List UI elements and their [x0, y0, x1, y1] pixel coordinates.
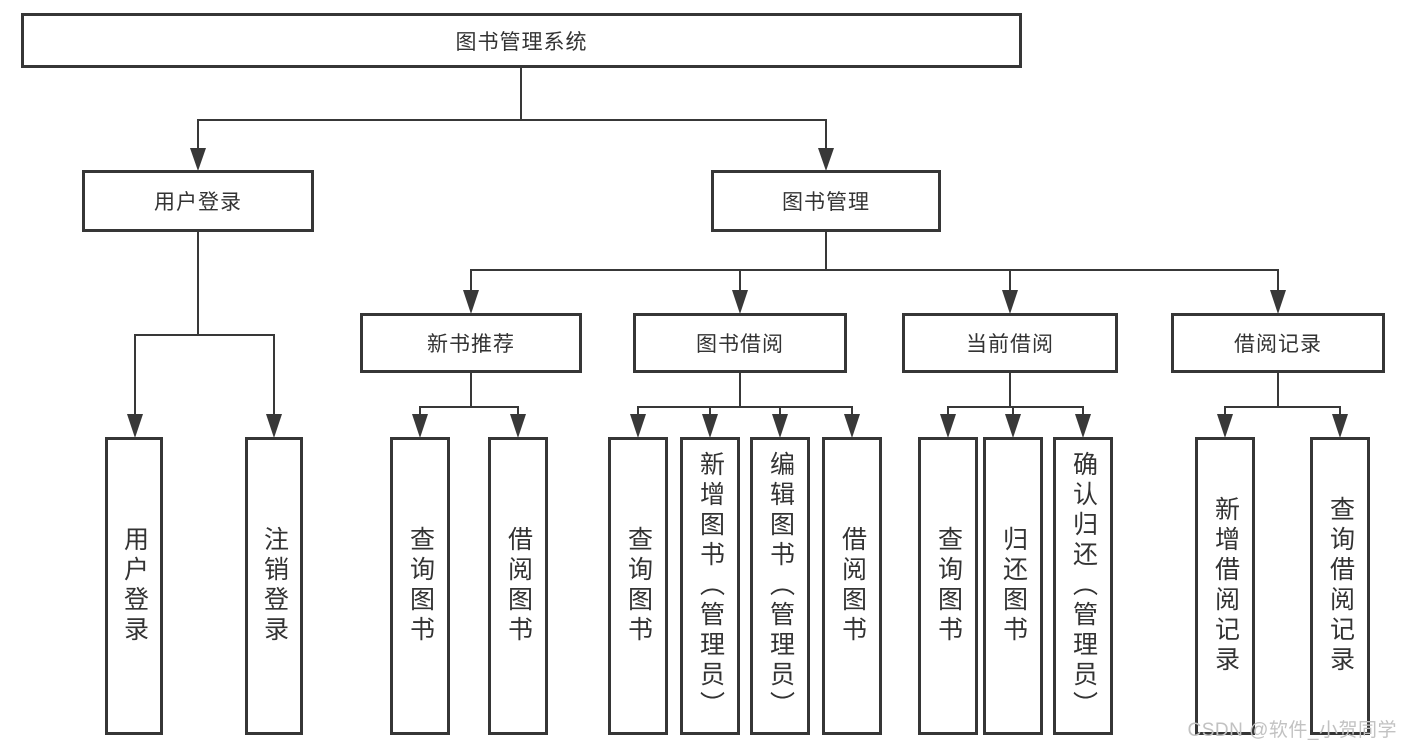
- node-new-book-recommend: 新书推荐: [360, 313, 582, 373]
- leaf-query-borrow-record: 查询借阅记录: [1310, 437, 1370, 735]
- leaf-query-books-borrow: 查询图书: [608, 437, 668, 735]
- connector-book-mgmt-to-level3: [463, 232, 1286, 314]
- connector-borrow-record-to-leaves: [1217, 373, 1348, 438]
- node-borrow-record: 借阅记录: [1171, 313, 1385, 373]
- leaf-edit-books-admin: 编辑图书（管理员）: [750, 437, 810, 735]
- leaf-borrow-books-rec: 借阅图书: [488, 437, 548, 735]
- leaf-user-login: 用户登录: [105, 437, 163, 735]
- connector-new-book-rec-to-leaves: [412, 373, 526, 438]
- leaf-borrow-books: 借阅图书: [822, 437, 882, 735]
- leaf-confirm-return-admin: 确认归还（管理员）: [1053, 437, 1113, 735]
- leaf-query-books-current: 查询图书: [918, 437, 978, 735]
- node-book-borrow: 图书借阅: [633, 313, 847, 373]
- connector-user-login-to-leaves: [127, 232, 282, 438]
- node-user-login: 用户登录: [82, 170, 314, 232]
- leaf-logout: 注销登录: [245, 437, 303, 735]
- leaf-add-books-admin: 新增图书（管理员）: [680, 437, 740, 735]
- leaf-return-books: 归还图书: [983, 437, 1043, 735]
- leaf-query-books-rec: 查询图书: [390, 437, 450, 735]
- connector-book-borrow-to-leaves: [630, 373, 860, 438]
- node-current-borrow: 当前借阅: [902, 313, 1118, 373]
- node-book-management: 图书管理: [711, 170, 941, 232]
- leaf-add-borrow-record: 新增借阅记录: [1195, 437, 1255, 735]
- connector-root-to-level2: [190, 68, 834, 171]
- csdn-watermark: CSDN @软件_小贺同学: [1187, 720, 1397, 741]
- node-root: 图书管理系统: [21, 13, 1022, 68]
- connector-current-borrow-to-leaves: [940, 373, 1091, 438]
